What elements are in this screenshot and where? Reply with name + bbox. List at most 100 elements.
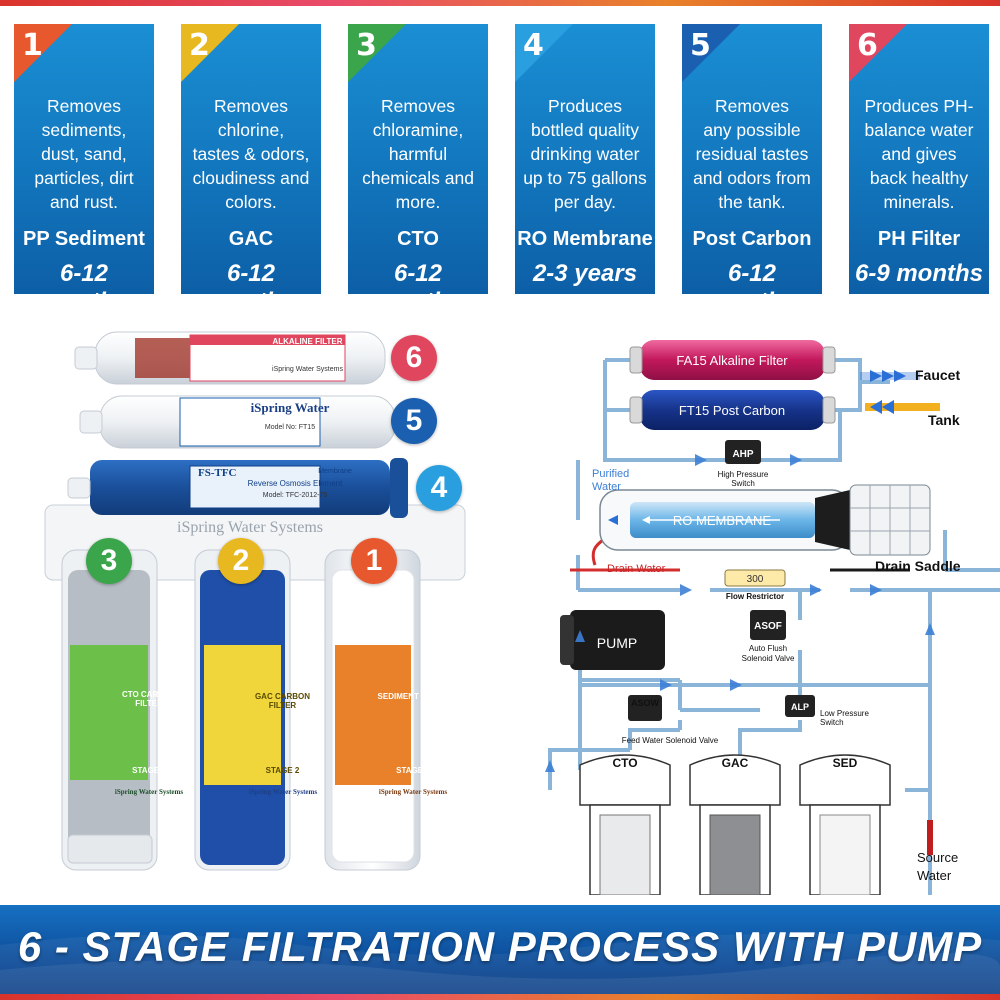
low-pressure-label: Low Pressure: [820, 709, 869, 718]
alkaline-end-cap: [74, 346, 98, 370]
high-pressure-label: High Pressure: [718, 470, 769, 479]
product-illustration: ALKALINE FILTER iSpring Water Systems iS…: [40, 320, 480, 895]
cto-maker-text: iSpring Water Systems: [114, 788, 184, 796]
post-carbon-model: Model No: FT15: [264, 424, 316, 431]
flow-value-label: 300: [747, 574, 764, 585]
stage-number: 6: [857, 28, 878, 63]
membrane-fitting: [67, 477, 91, 499]
badge-stage-5: 5: [391, 398, 437, 444]
drain-water-label: Drain Water: [607, 563, 666, 575]
flow-diagram-svg: FA15 Alkaline Filter FT15 Post Carbon Fa…: [545, 340, 1000, 960]
tank-label: Tank: [928, 412, 960, 428]
stage-name: Post Carbon: [692, 228, 812, 250]
stage-number: 3: [356, 28, 377, 63]
gac-maker-text: iSpring Water Systems: [248, 788, 318, 796]
cto-housing-label: CTO: [612, 756, 637, 770]
cto-cartridge-label: [70, 645, 148, 780]
stage-description: Removes any possible residual tastes and…: [693, 96, 811, 212]
stage-description: Removes chlorine, tastes & odors, cloudi…: [192, 96, 310, 212]
flow-diagram: FA15 Alkaline Filter FT15 Post Carbon Fa…: [530, 320, 1000, 960]
ro-end-cap: [815, 490, 850, 550]
filter-system-drawing: [44, 331, 466, 871]
source-water-label: Water: [917, 868, 952, 883]
stage-card-1: 1 Removes sediments, dust, sand, particl…: [14, 24, 154, 294]
stage-lifespan: 2-3 years: [532, 260, 638, 287]
frame-brand-text: iSpring Water Systems: [177, 519, 323, 536]
gac-label-text: GAC CARBON FILTER: [254, 692, 311, 710]
stage-corner: [181, 24, 239, 82]
badge-stage-2: 2: [218, 538, 264, 584]
stage-description: Produces PH- balance water and gives bac…: [864, 96, 974, 212]
low-pressure-switch-label: Switch: [820, 718, 844, 727]
faucet-arrows: [870, 370, 906, 382]
flow-arrows: [545, 454, 935, 772]
membrane-model: Model: TFC-2012-75: [262, 492, 328, 499]
asow-label: ASOW: [631, 698, 660, 708]
stage-corner: [14, 24, 72, 82]
stage-name: PP Sediment: [23, 228, 145, 250]
stage-description: Produces bottled quality drinking water …: [523, 96, 647, 212]
drain-saddle-label: Drain Saddle: [875, 558, 961, 574]
ft15-filter-body: [640, 390, 825, 430]
ahp-label: AHP: [732, 449, 753, 460]
gac-cartridge-label: [204, 645, 281, 785]
alkaline-media: [135, 338, 190, 378]
stage-description: Removes sediments, dust, sand, particles…: [34, 96, 134, 212]
stage-description: Removes chloramine, harmful chemicals an…: [362, 96, 474, 212]
stage-corner: [515, 24, 573, 82]
asow-valve: [628, 695, 662, 721]
stage-number: 2: [189, 28, 210, 63]
tank-line: [865, 403, 940, 411]
stage-card-3: 3 Removes chloramine, harmful chemicals …: [348, 24, 488, 294]
pump-label: PUMP: [597, 635, 637, 651]
membrane-word: Membrane: [318, 468, 352, 475]
stage-lifespan: 6-12 months: [709, 260, 796, 294]
post-carbon-brand: iSpring Water: [250, 400, 330, 415]
post-carbon-end-cap: [79, 410, 103, 434]
post-carbon-label: [179, 397, 321, 447]
solenoid-valve-label: Solenoid Valve: [742, 654, 795, 663]
stage-card-6: 6 Produces PH- balance water and gives b…: [849, 24, 989, 294]
top-accent-strip: [0, 0, 1000, 6]
alkaline-maker-text: iSpring Water Systems: [272, 366, 343, 373]
badge-stage-1: 1: [351, 538, 397, 584]
bottom-housings: [579, 754, 891, 896]
pump-body: [570, 610, 665, 670]
purified-water-label: Water: [592, 481, 621, 493]
stage-name: RO Membrane: [517, 228, 653, 250]
stage-name: CTO: [397, 228, 439, 250]
cto-stage-text: STAGE 3: [132, 766, 166, 775]
ro-head-grid: [850, 485, 930, 555]
fa15-filter-body: [640, 340, 825, 380]
cto-label-text: CTO CARBON FILTER: [121, 690, 177, 708]
ft15-label: FT15 Post Carbon: [679, 403, 785, 418]
alp-switch: [785, 695, 815, 717]
badge-stage-6: 6: [391, 335, 437, 381]
stage-lifespan: 6-12 months: [208, 260, 295, 294]
stage-lifespan: 6-12 months: [41, 260, 128, 294]
gac-housing-label: GAC: [722, 756, 749, 770]
flow-restrictor: [724, 569, 786, 587]
sed-housing-label: SED: [833, 756, 858, 770]
tank-arrows: [870, 400, 894, 414]
cto-end-cap: [67, 834, 153, 864]
title-banner: 6 - STAGE FILTRATION PROCESS WITH PUMP: [0, 905, 1000, 1000]
stage-card-2: 2 Removes chlorine, tastes & odors, clou…: [181, 24, 321, 294]
stage-number: 4: [523, 28, 544, 63]
banner-title: 6 - STAGE FILTRATION PROCESS WITH PUMP: [17, 923, 983, 970]
flow-restrictor-label: Flow Restrictor: [726, 592, 784, 601]
stage-lifespan: 6-12 months: [375, 260, 462, 294]
purified-label: Purified: [592, 468, 629, 480]
stage-corner: [348, 24, 406, 82]
stage-name: PH Filter: [877, 228, 961, 250]
sed-cartridge-label: [335, 645, 411, 785]
stage-corner: [682, 24, 740, 82]
stage-number: 1: [22, 28, 43, 63]
auto-flush-label: Auto Flush: [749, 644, 787, 653]
membrane-name: Reverse Osmosis Element: [247, 479, 343, 488]
stage-name: GAC: [228, 228, 274, 250]
gac-stage-text: STAGE 2: [265, 766, 300, 775]
stage-corner: [849, 24, 907, 82]
sed-label-text: SEDIMENT FILTER: [377, 692, 449, 701]
ahp-switch: [725, 440, 761, 464]
